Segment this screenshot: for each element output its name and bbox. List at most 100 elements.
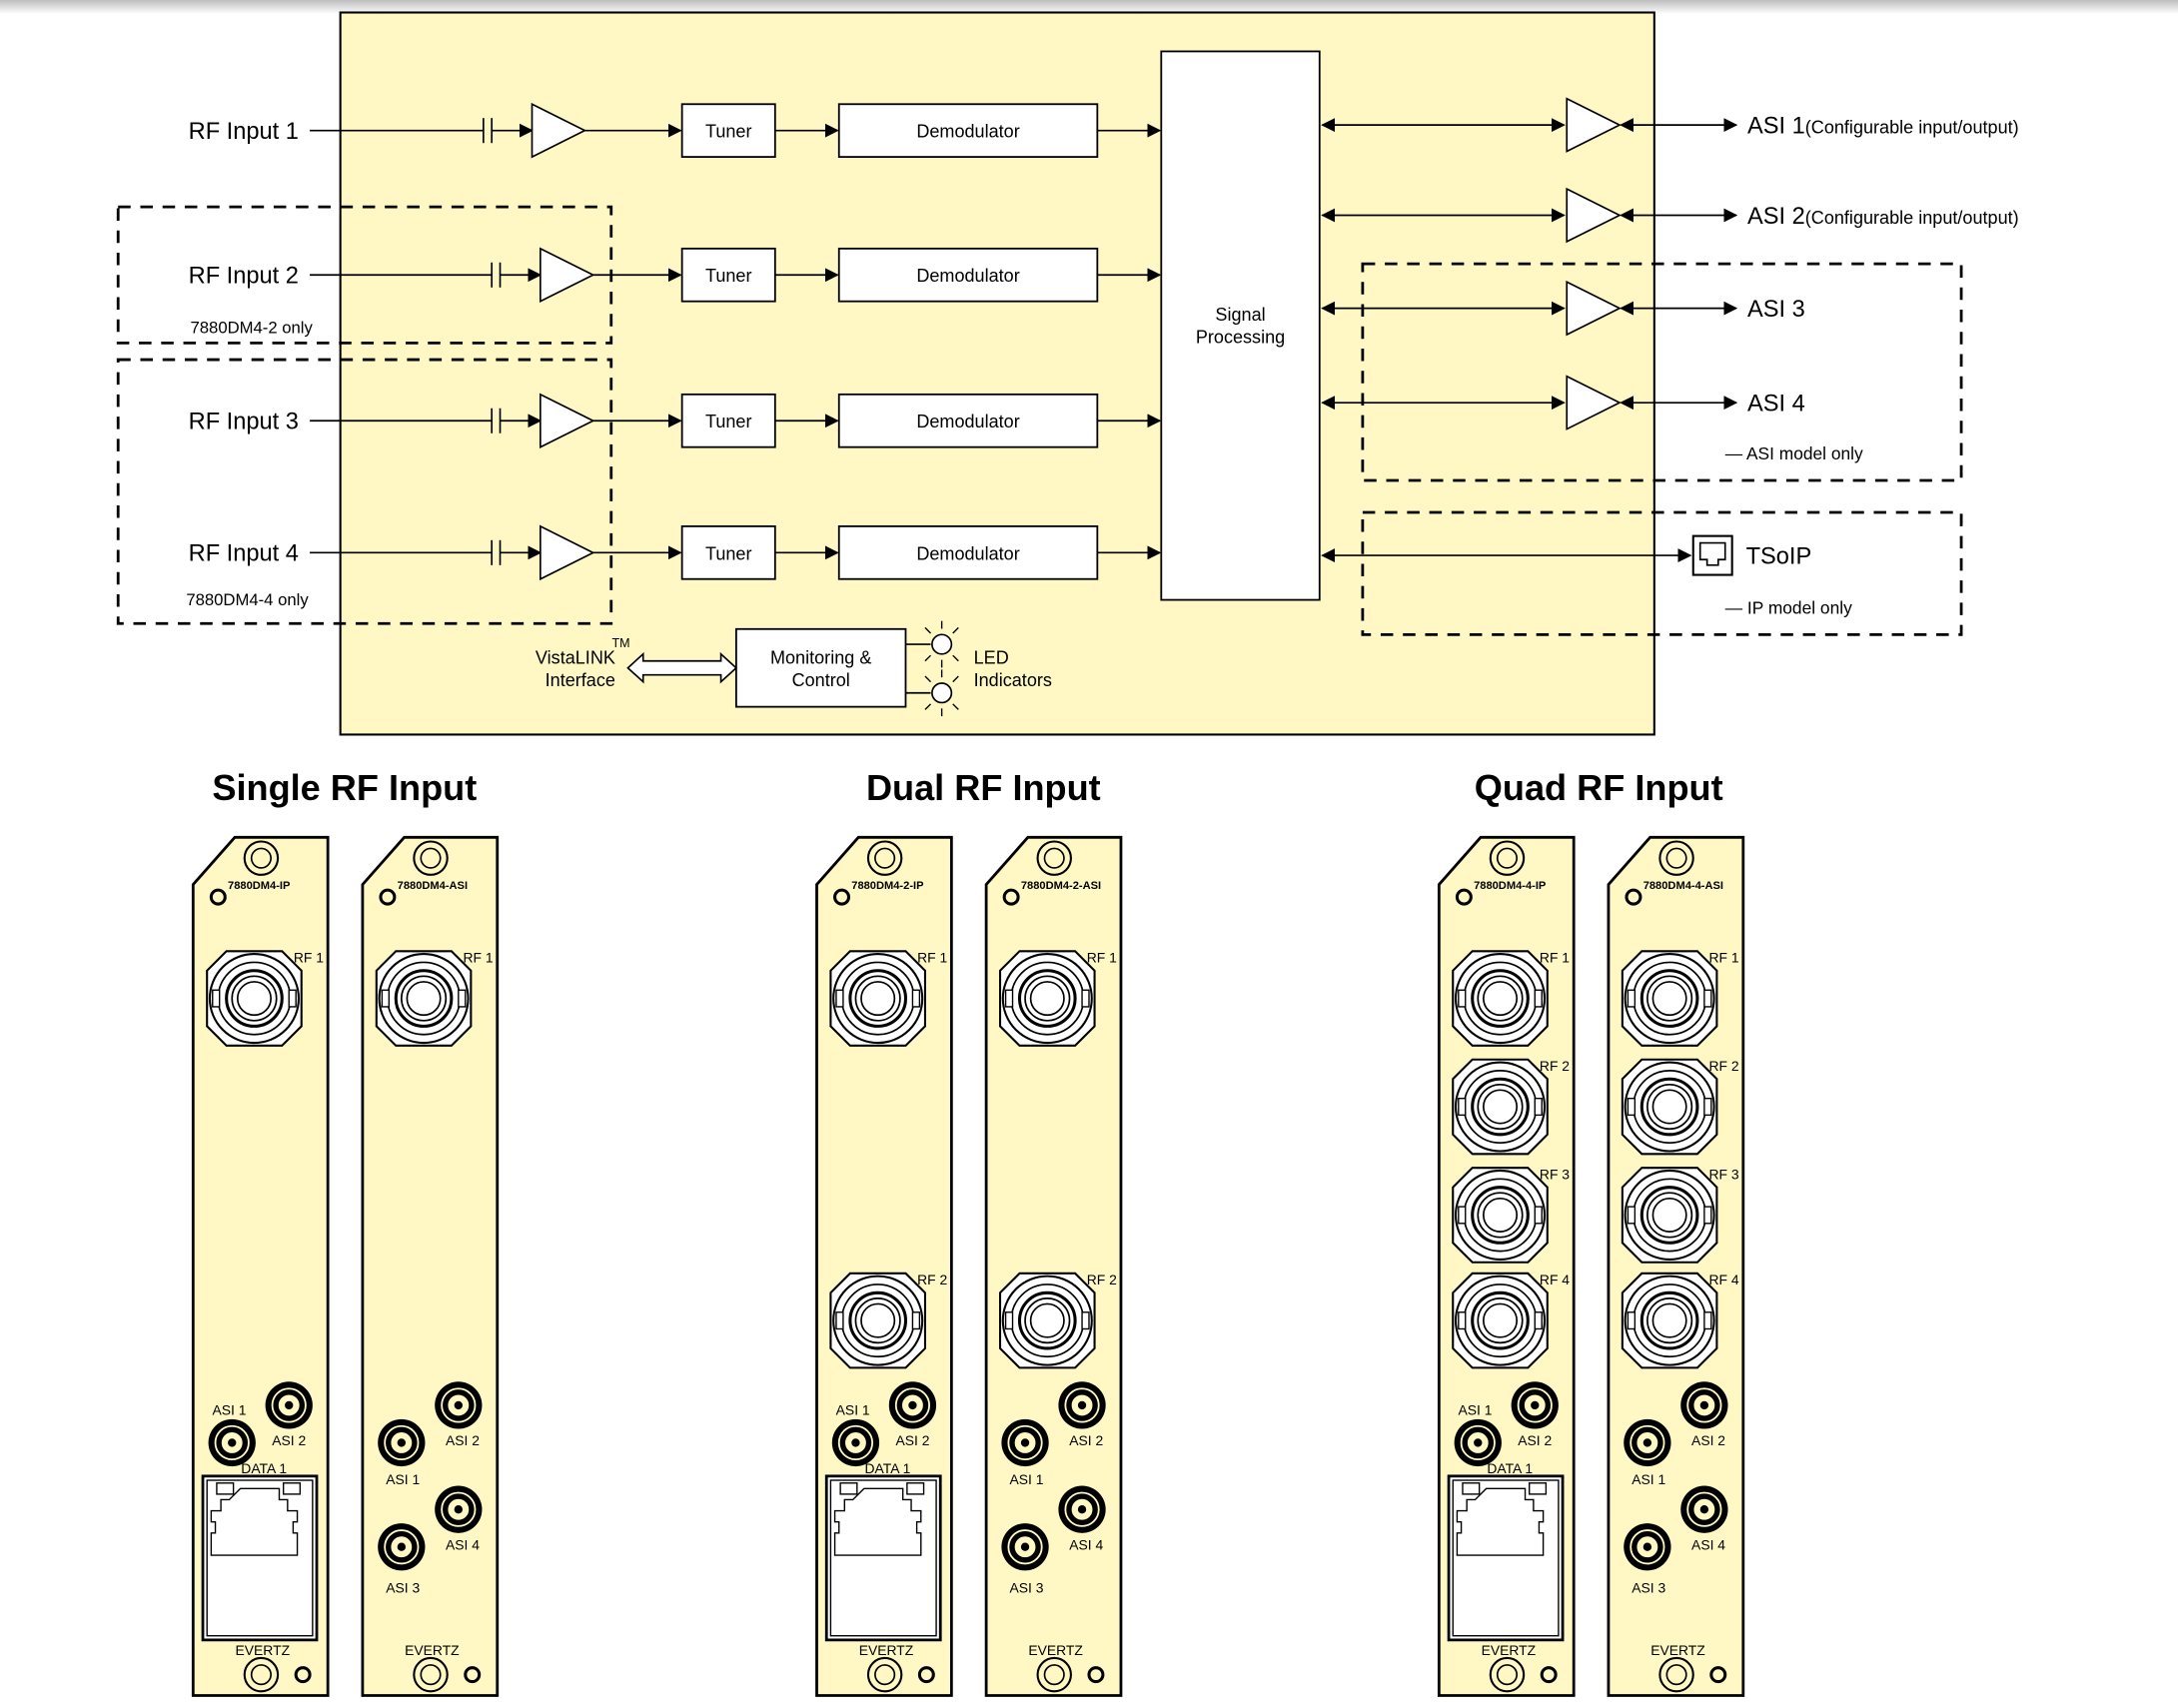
status-led-icon — [1540, 1666, 1558, 1684]
data-port-label: DATA 1 — [1487, 1460, 1533, 1476]
rf-bnc-connector-icon[interactable] — [829, 1272, 926, 1369]
asi-port-label: ASI 2 — [1069, 1432, 1103, 1448]
demodulator-block — [837, 103, 1099, 159]
asi-bnc-connector-icon[interactable] — [1001, 1418, 1049, 1467]
asi-port-label: ASI 3 — [386, 1580, 420, 1596]
tuner-label: Tuner — [705, 412, 752, 431]
tuner-block — [680, 393, 776, 448]
screw-icon — [1036, 1656, 1072, 1693]
status-led-icon — [294, 1666, 312, 1684]
brand-label: EVERTZ — [1650, 1642, 1705, 1658]
ethernet-port-icon[interactable] — [201, 1474, 319, 1642]
asi-bnc-connector-icon[interactable] — [378, 1418, 426, 1467]
demodulator-label: Demodulator — [916, 412, 1019, 431]
asi-bnc-connector-icon[interactable] — [208, 1418, 256, 1467]
asi-port-label: ASI 1 — [836, 1402, 870, 1418]
asi-bnc-connector-icon[interactable] — [435, 1485, 483, 1533]
panel-model-label: 7880DM4-2-ASI — [1021, 880, 1101, 892]
rf-bnc-connector-icon[interactable] — [206, 950, 303, 1047]
asi-bnc-connector-icon[interactable] — [831, 1418, 880, 1467]
status-led-icon — [209, 888, 227, 906]
panel-model-label: 7880DM4-IP — [228, 880, 291, 892]
asi-bnc-connector-icon[interactable] — [1680, 1381, 1728, 1429]
asi-bnc-connector-icon[interactable] — [1511, 1381, 1559, 1429]
asi-bnc-connector-icon[interactable] — [1624, 1418, 1671, 1467]
asi-bnc-connector-icon[interactable] — [1058, 1381, 1106, 1429]
status-led-icon — [1087, 1666, 1105, 1684]
rf-bnc-connector-icon[interactable] — [375, 950, 473, 1047]
asi-bnc-connector-icon[interactable] — [888, 1381, 937, 1429]
led-icon — [905, 669, 959, 717]
amplifier-icon — [1566, 97, 1622, 153]
rf-bnc-connector-icon[interactable] — [998, 1272, 1096, 1369]
rf-bnc-connector-icon[interactable] — [1621, 1167, 1718, 1264]
asi-port-label: ASI 1 — [386, 1471, 420, 1487]
panel-model-label: 7880DM4-4-ASI — [1643, 880, 1723, 892]
amplifier-icon — [540, 393, 595, 449]
asi-bnc-connector-icon[interactable] — [1680, 1485, 1728, 1533]
asi-bnc-connector-icon[interactable] — [1624, 1523, 1671, 1571]
output-row-asi-4: ASI 4 — [1321, 375, 1805, 430]
asi-port-label: ASI 4 — [1069, 1537, 1103, 1553]
screw-icon — [1489, 1656, 1526, 1693]
group-box-dm4-4 — [116, 358, 613, 625]
rf-bnc-connector-icon[interactable] — [1621, 1272, 1718, 1369]
asi-bnc-connector-icon[interactable] — [265, 1381, 313, 1429]
ethernet-port-icon[interactable] — [824, 1474, 942, 1642]
screw-icon — [1489, 840, 1526, 876]
tuner-label: Tuner — [705, 266, 752, 286]
rf-bnc-connector-icon[interactable] — [998, 950, 1096, 1047]
led-label-1: LED — [974, 648, 1009, 668]
rf-port-label: RF 4 — [1540, 1272, 1570, 1287]
rf-port-label: RF 1 — [1087, 949, 1117, 965]
asi-output-label: ASI 2(Configurable input/output) — [1747, 204, 2019, 230]
amplifier-icon — [1566, 375, 1622, 430]
asi-bnc-connector-icon[interactable] — [1001, 1523, 1049, 1571]
asi-port-label: ASI 1 — [212, 1402, 246, 1418]
rf-port-label: RF 2 — [1540, 1058, 1570, 1074]
rf-bnc-connector-icon[interactable] — [1452, 1272, 1549, 1369]
asi-port-label: ASI 4 — [446, 1537, 480, 1553]
asi-port-label: ASI 3 — [1632, 1580, 1665, 1596]
asi-bnc-connector-icon[interactable] — [1058, 1485, 1106, 1533]
rf-port-label: RF 2 — [917, 1272, 947, 1287]
ethernet-port-icon — [1691, 534, 1733, 576]
tuner-block — [680, 524, 776, 580]
rf-port-label: RF 1 — [1709, 949, 1739, 965]
rf-port-label: RF 3 — [1540, 1166, 1570, 1182]
tuner-label: Tuner — [705, 122, 752, 142]
asi-bnc-connector-icon[interactable] — [435, 1381, 483, 1429]
rf-bnc-connector-icon[interactable] — [1621, 1058, 1718, 1156]
status-led-icon — [1002, 888, 1020, 906]
output-row-asi-1: ASI 1(Configurable input/output) — [1321, 97, 2019, 153]
asi-bnc-connector-icon[interactable] — [1454, 1418, 1502, 1467]
tuner-block — [680, 247, 776, 303]
tuner-block — [680, 103, 776, 159]
monitoring-label-2: Control — [792, 670, 850, 690]
rf-bnc-connector-icon[interactable] — [1452, 1058, 1549, 1156]
data-port-label: DATA 1 — [865, 1460, 911, 1476]
rf-bnc-connector-icon[interactable] — [829, 950, 926, 1047]
section-title: Dual RF Input — [866, 767, 1101, 808]
monitoring-label-1: Monitoring & — [770, 648, 871, 668]
ethernet-port-icon[interactable] — [1447, 1474, 1565, 1642]
rf-port-label: RF 4 — [1709, 1272, 1739, 1287]
screw-icon — [1658, 840, 1694, 876]
status-led-icon — [379, 888, 397, 906]
rf-port-label: RF 1 — [1540, 949, 1570, 965]
rf-input-label: RF Input 4 — [189, 541, 299, 567]
asi-port-label: ASI 1 — [1458, 1402, 1492, 1418]
rf-port-label: RF 2 — [1087, 1272, 1117, 1287]
vistalink-double-arrow — [626, 651, 738, 684]
asi-port-label: ASI 4 — [1691, 1537, 1725, 1553]
asi-port-label: ASI 2 — [895, 1432, 929, 1448]
asi-bnc-connector-icon[interactable] — [378, 1523, 426, 1571]
brand-label: EVERTZ — [236, 1642, 291, 1658]
rf-bnc-connector-icon[interactable] — [1452, 1167, 1549, 1264]
brand-label: EVERTZ — [1482, 1642, 1537, 1658]
rf-bnc-connector-icon[interactable] — [1452, 950, 1549, 1047]
rf-bnc-connector-icon[interactable] — [1621, 950, 1718, 1047]
